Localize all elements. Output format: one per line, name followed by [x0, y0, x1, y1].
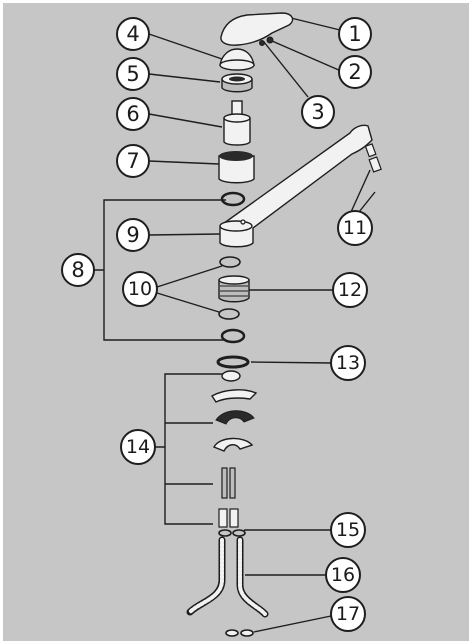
leader-10	[156, 265, 223, 313]
callout-label-11: 11	[343, 217, 367, 239]
callout-2: 2	[338, 55, 372, 89]
part-cartridge	[223, 100, 251, 146]
callout-8: 8	[61, 253, 95, 287]
part-small-o-rings	[218, 256, 241, 320]
callout-label-8: 8	[71, 258, 84, 282]
part-retaining-nut	[221, 73, 253, 93]
leader-5	[148, 73, 221, 83]
callout-6: 6	[116, 97, 150, 131]
callout-3: 3	[301, 95, 335, 129]
callout-label-12: 12	[338, 279, 362, 301]
callout-label-13: 13	[336, 352, 360, 374]
leader-7	[148, 160, 220, 165]
part-aerator	[364, 143, 382, 173]
callout-11: 11	[337, 210, 373, 246]
leader-8	[94, 199, 226, 341]
leader-14	[155, 373, 223, 525]
leader-lines	[94, 17, 376, 633]
part-hose-end-washers	[225, 629, 254, 637]
leader-1	[290, 17, 341, 31]
part-o-rings	[220, 191, 246, 344]
leader-4	[148, 33, 223, 60]
callout-label-14: 14	[126, 436, 150, 458]
part-spout-collar	[219, 220, 253, 232]
callout-label-9: 9	[126, 223, 139, 247]
callout-4: 4	[116, 17, 150, 51]
callout-label-15: 15	[336, 519, 360, 541]
callout-14: 14	[120, 429, 156, 465]
callout-label-4: 4	[126, 22, 139, 46]
callout-label-2: 2	[348, 60, 361, 84]
part-hose-washers	[218, 529, 246, 537]
part-base-gasket	[216, 355, 250, 369]
leader-11	[350, 169, 376, 213]
callout-10: 10	[122, 271, 158, 307]
part-lever-handle	[220, 12, 294, 46]
callout-label-10: 10	[128, 278, 152, 300]
part-sleeve	[218, 151, 255, 184]
callout-12: 12	[332, 272, 368, 308]
part-braided-hoses	[186, 536, 269, 618]
part-spout-hole	[240, 219, 246, 225]
part-diverter-body	[218, 275, 250, 303]
callout-label-7: 7	[126, 149, 139, 173]
leader-17	[253, 615, 332, 633]
callout-1: 1	[338, 17, 372, 51]
leader-13	[250, 361, 332, 364]
leader-3	[263, 41, 309, 98]
callout-15: 15	[330, 512, 366, 548]
callout-label-17: 17	[336, 603, 360, 625]
callout-label-16: 16	[331, 564, 355, 586]
callout-7: 7	[116, 144, 150, 178]
part-spout	[219, 124, 373, 248]
callout-label-3: 3	[311, 100, 324, 124]
callout-16: 16	[325, 557, 361, 593]
leader-9	[148, 233, 221, 236]
leader-2	[271, 40, 342, 72]
callout-13: 13	[330, 345, 366, 381]
part-dome-cap	[219, 48, 255, 71]
callout-17: 17	[330, 596, 366, 632]
callout-label-5: 5	[126, 62, 139, 86]
callout-9: 9	[116, 218, 150, 252]
callout-label-1: 1	[348, 22, 361, 46]
part-screw-cap	[259, 40, 265, 46]
leader-6	[148, 113, 223, 128]
part-set-screw	[266, 36, 274, 44]
part-mounting-hardware	[211, 370, 258, 528]
callout-label-6: 6	[126, 102, 139, 126]
callout-5: 5	[116, 57, 150, 91]
